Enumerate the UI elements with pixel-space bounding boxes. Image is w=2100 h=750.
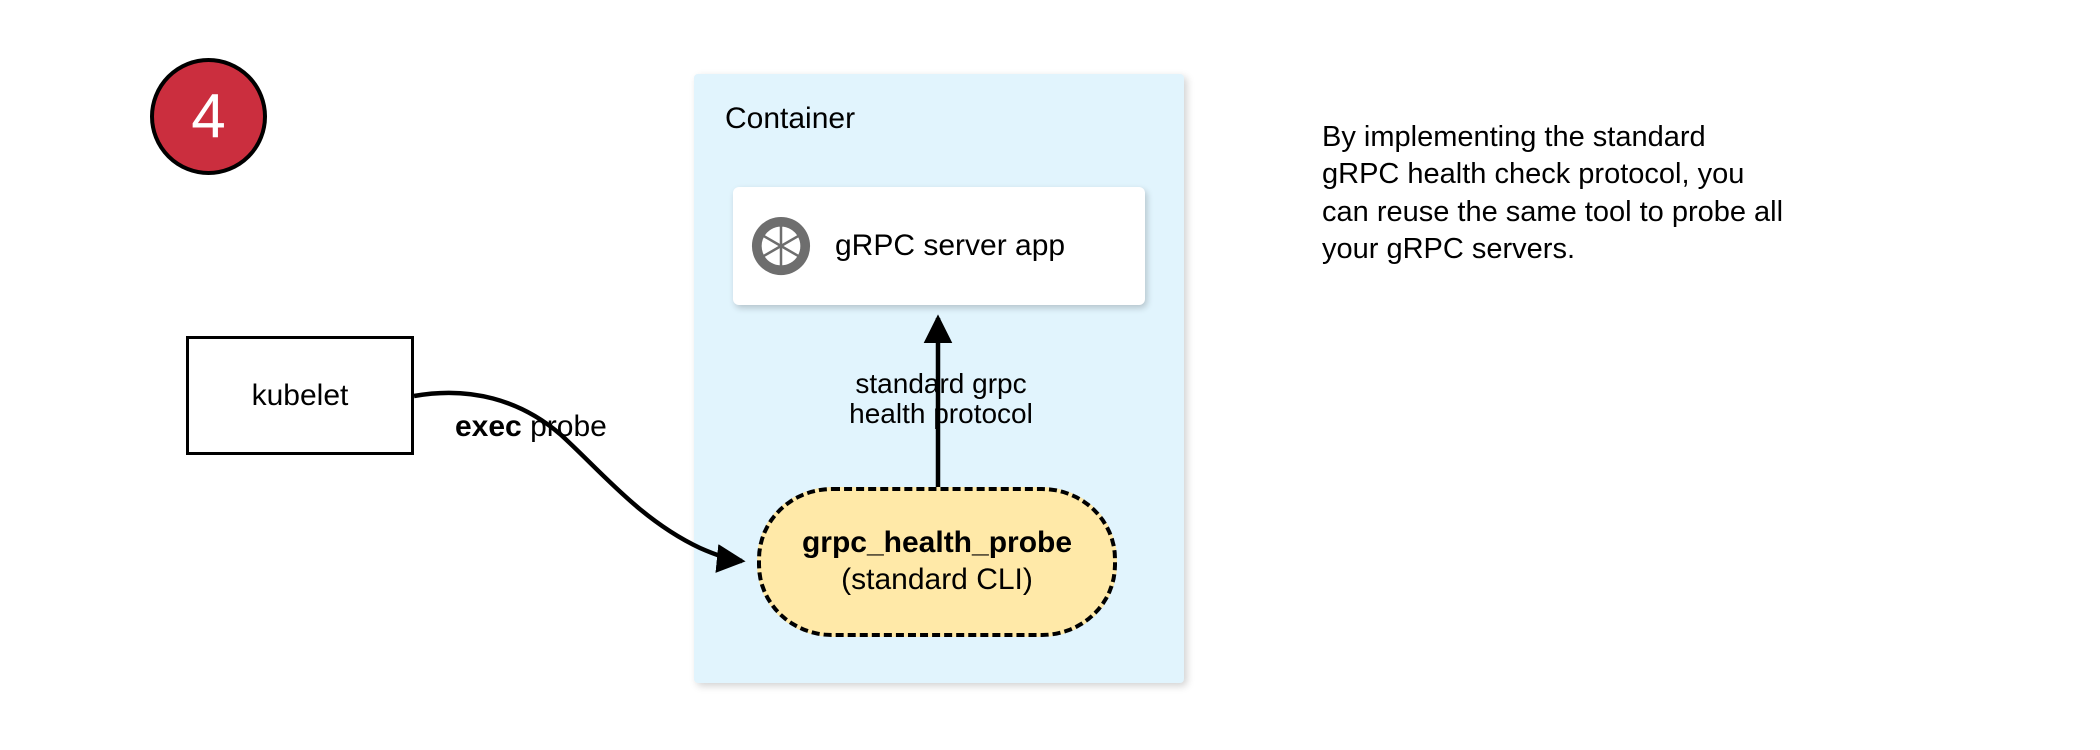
exec-probe-rest-word: probe <box>521 410 607 443</box>
kubelet-node: kubelet <box>186 336 414 455</box>
explanation-note: By implementing the standard gRPC health… <box>1322 119 1942 269</box>
exec-probe-edge-label: exec probe <box>455 410 607 444</box>
grpc-server-app-card: gRPC server app <box>733 187 1145 305</box>
protocol-edge-label: standard grpc health protocol <box>826 368 1056 430</box>
exec-probe-bold-word: exec <box>455 410 522 443</box>
step-number-text: 4 <box>191 81 226 151</box>
grpc-health-probe-node: grpc_health_probe (standard CLI) <box>757 487 1117 637</box>
note-line-1: By implementing the standard <box>1322 121 1706 153</box>
grpc-health-probe-subtitle: (standard CLI) <box>841 563 1033 596</box>
step-number-badge: 4 <box>150 58 267 175</box>
grpc-server-app-label: gRPC server app <box>835 229 1066 262</box>
protocol-label-line-1: standard grpc <box>855 368 1027 399</box>
note-line-3: can reuse the same tool to probe all <box>1322 195 1784 228</box>
note-line-2: gRPC health check protocol, you <box>1322 158 1745 191</box>
grpc-health-probe-title: grpc_health_probe <box>801 526 1073 560</box>
protocol-label-line-2: health protocol <box>849 398 1033 430</box>
note-line-4: your gRPC servers. <box>1322 233 1576 266</box>
kubelet-label: kubelet <box>251 378 349 412</box>
grpc-aperture-icon <box>750 215 812 277</box>
container-title: Container <box>725 102 856 135</box>
